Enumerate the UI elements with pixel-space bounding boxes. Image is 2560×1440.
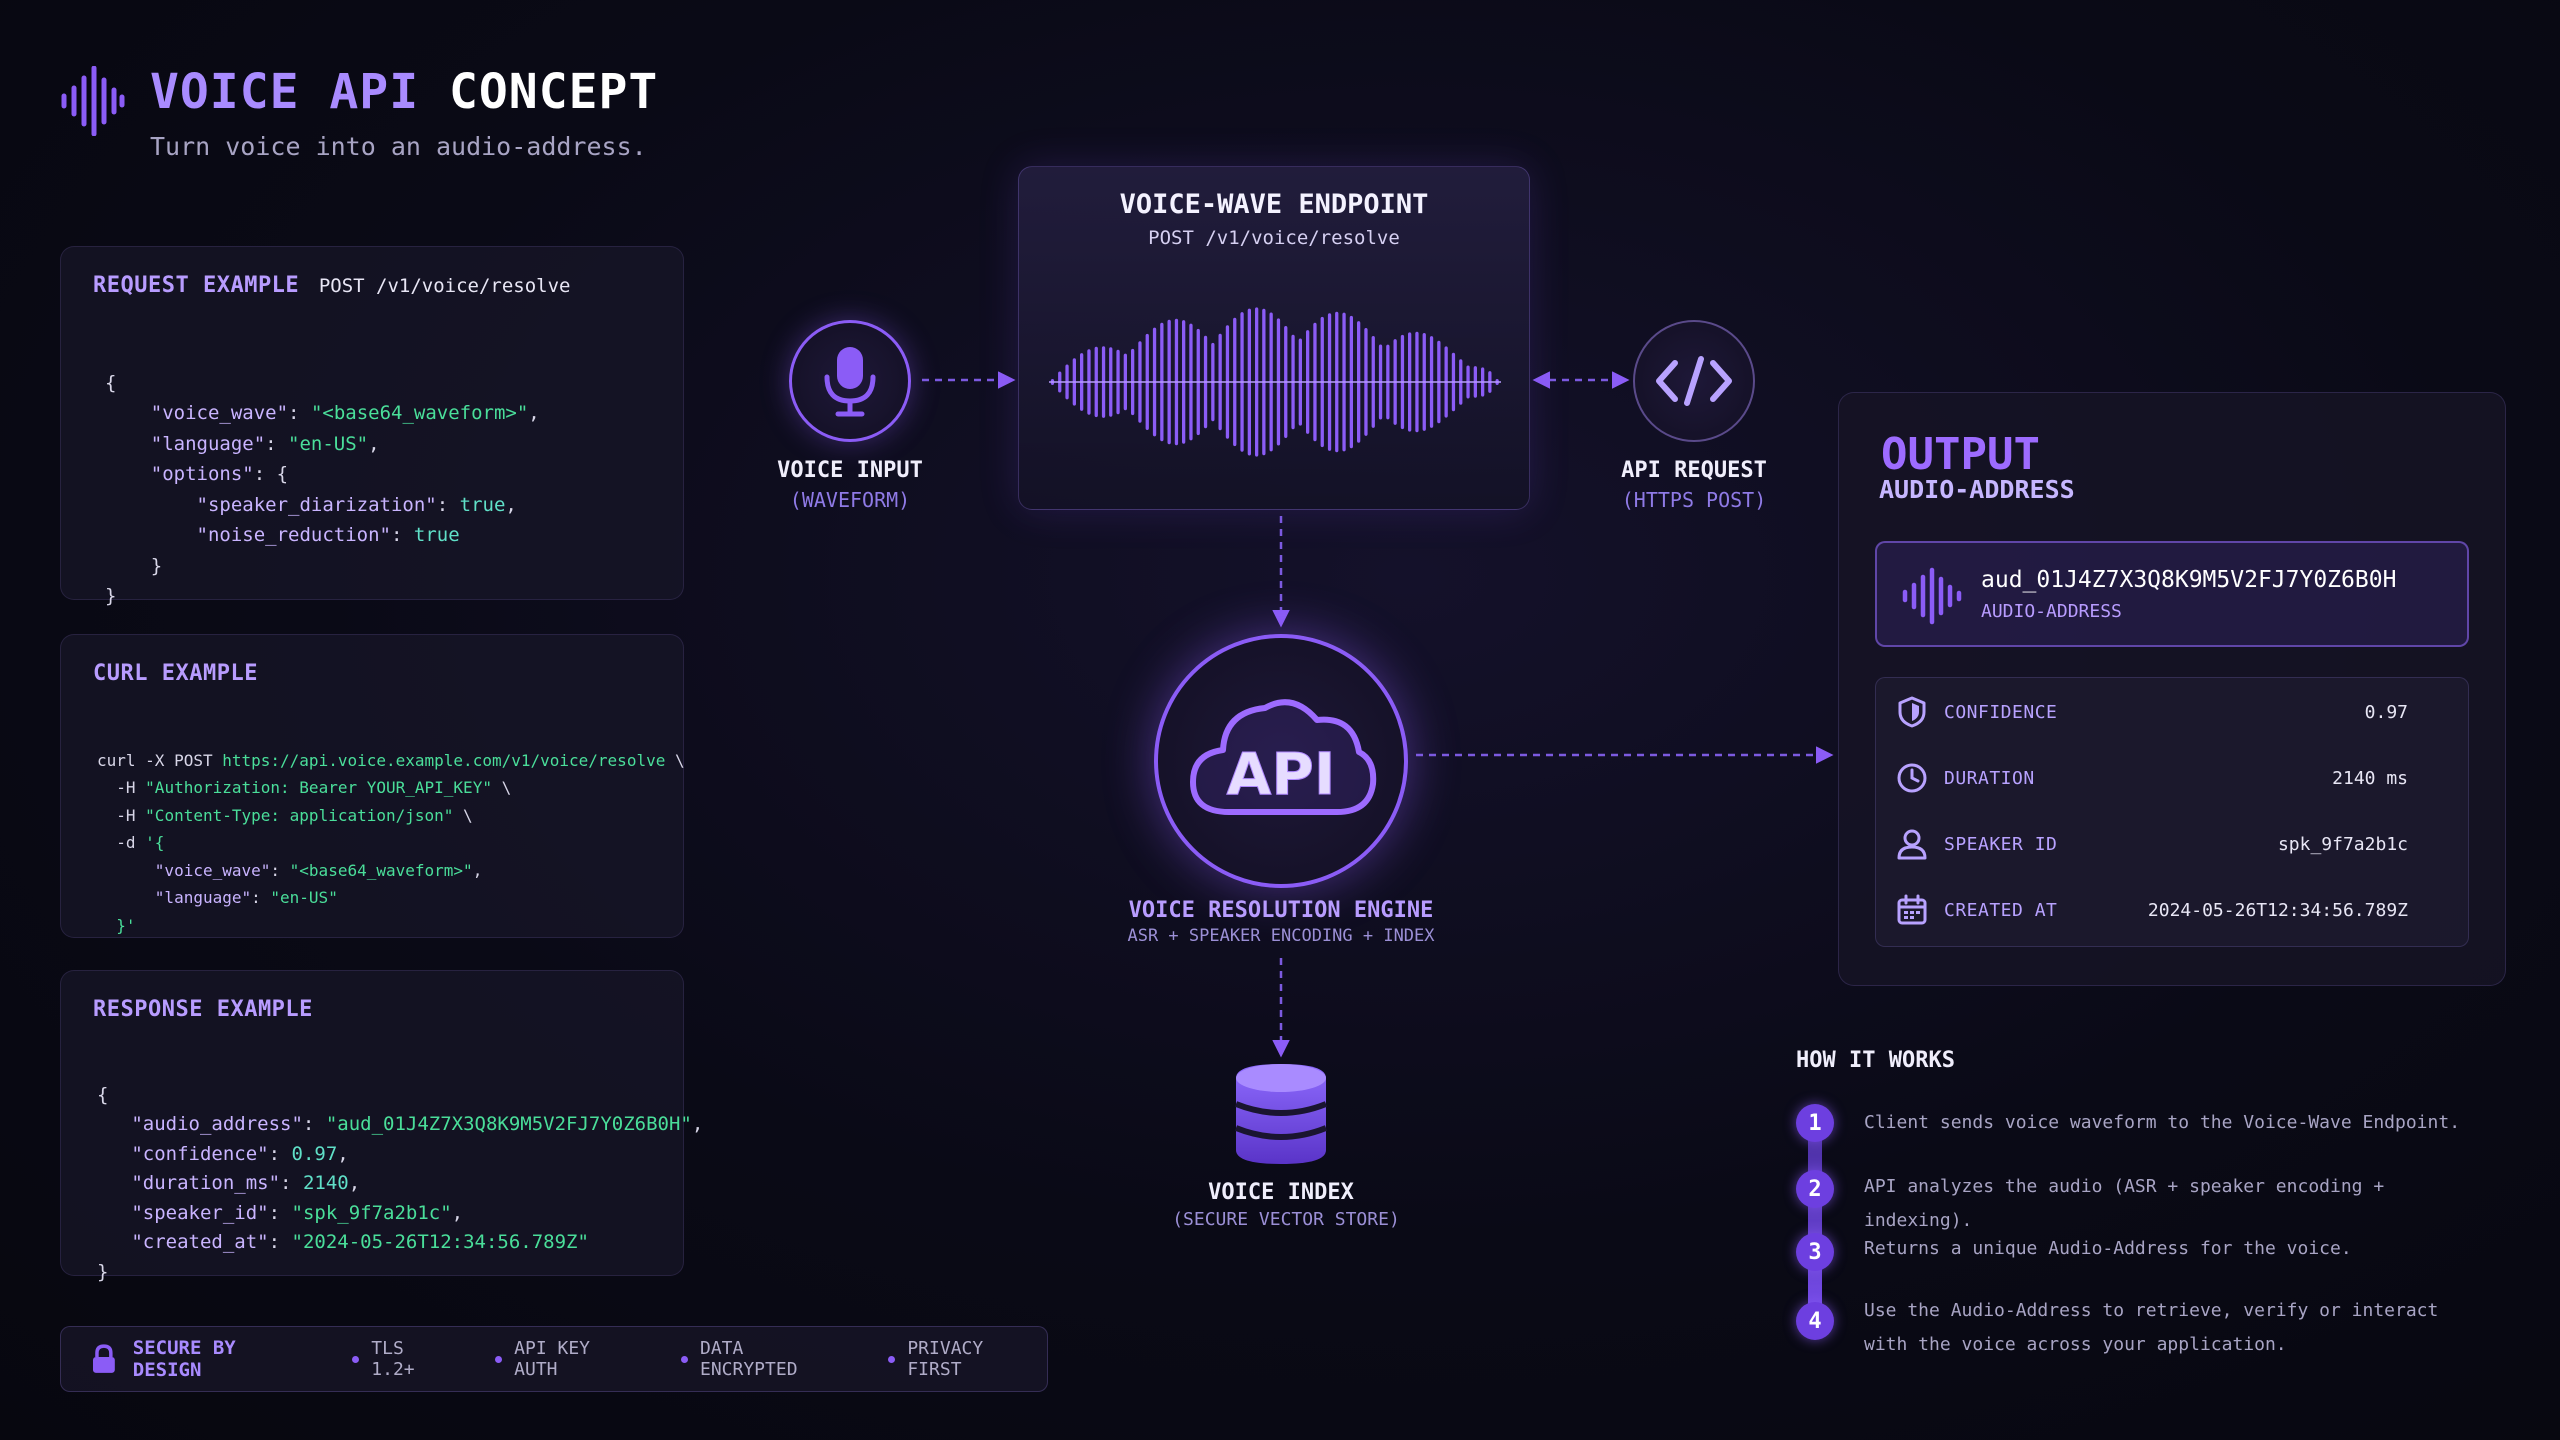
curl-code: curl -X POST https://api.voice.example.c… — [97, 750, 685, 935]
security-footer: SECURE BY DESIGN TLS 1.2+ API KEY AUTH D… — [60, 1326, 1048, 1392]
voice-index-sub: (SECURE VECTOR STORE) — [1172, 1209, 1400, 1230]
security-chip: DATA ENCRYPTED — [681, 1338, 850, 1380]
voice-resolution-engine-node[interactable]: API — [1154, 634, 1408, 888]
shield-icon — [1898, 696, 1926, 728]
meta-row-duration: DURATION 2140 ms — [1896, 758, 2408, 798]
meta-value: 0.97 — [2364, 701, 2408, 723]
step-text: Use the Audio-Address to retrieve, verif… — [1864, 1300, 2439, 1355]
voice-wave-endpoint[interactable]: VOICE-WAVE ENDPOINT POST /v1/voice/resol… — [1018, 166, 1530, 510]
title-rest: CONCEPT — [449, 64, 659, 120]
api-request-node[interactable] — [1633, 320, 1755, 442]
request-example-panel: REQUEST EXAMPLE POST /v1/voice/resolve {… — [60, 246, 684, 607]
response-code: { "audio_address": "aud_01J4Z7X3Q8K9M5V2… — [97, 1083, 704, 1283]
how-it-works-step: 1 Client sends voice waveform to the Voi… — [1796, 1104, 2464, 1142]
meta-row-created-at: CREATED AT 2024-05-26T12:34:56.789Z — [1896, 890, 2408, 930]
meta-label: DURATION — [1944, 767, 2035, 789]
voice-input-label: VOICE INPUT — [777, 458, 923, 483]
api-request-sub: (HTTPS POST) — [1621, 488, 1767, 512]
response-example-panel: RESPONSE EXAMPLE { "audio_address": "aud… — [60, 970, 703, 1283]
step-text: Returns a unique Audio-Address for the v… — [1864, 1238, 2352, 1259]
meta-value: 2024-05-26T12:34:56.789Z — [2147, 899, 2408, 921]
engine-icon-text: API — [1227, 740, 1336, 808]
clock-icon — [1897, 763, 1927, 793]
request-code: { "voice_wave": "<base64_waveform>", "la… — [105, 371, 540, 608]
lock-icon — [92, 1344, 115, 1373]
endpoint-title: VOICE-WAVE ENDPOINT — [1119, 189, 1429, 220]
meta-label: CONFIDENCE — [1944, 701, 2058, 723]
step-text: API analyzes the audio (ASR + speaker en… — [1864, 1176, 2385, 1231]
security-chip: PRIVACY FIRST — [888, 1338, 1047, 1380]
step-number: 2 — [1796, 1170, 1834, 1208]
audio-address-label: AUDIO-ADDRESS — [1981, 601, 2122, 622]
endpoint-sub: POST /v1/voice/resolve — [1148, 227, 1400, 249]
page-subtitle: Turn voice into an audio-address. — [150, 132, 647, 161]
title-accent: VOICE API — [150, 64, 420, 120]
voice-input-sub: (WAVEFORM) — [789, 488, 911, 512]
meta-row-speaker-id: SPEAKER ID spk_9f7a2b1c — [1896, 824, 2408, 864]
waveform-icon — [1902, 567, 1962, 625]
voice-index-label: VOICE INDEX — [1208, 1180, 1354, 1205]
output-panel: OUTPUT AUDIO-ADDRESS aud_01J4Z7X3Q8K9M5V… — [1838, 392, 2506, 986]
curl-example-title: CURL EXAMPLE — [93, 661, 258, 686]
audio-address-value: aud_01J4Z7X3Q8K9M5V2FJ7Y0Z6B0H — [1981, 567, 2397, 593]
how-it-works-step: 2 API analyzes the audio (ASR + speaker … — [1796, 1170, 2464, 1238]
meta-label: CREATED AT — [1944, 899, 2058, 921]
cloud-api-icon: API — [1190, 699, 1377, 815]
voice-input-node[interactable] — [789, 320, 911, 442]
curl-example-panel: CURL EXAMPLE curl -X POST https://api.vo… — [60, 634, 685, 938]
response-example-title: RESPONSE EXAMPLE — [93, 997, 313, 1022]
meta-label: SPEAKER ID — [1944, 833, 2058, 855]
security-chip: TLS 1.2+ — [352, 1338, 457, 1380]
step-number: 3 — [1796, 1233, 1834, 1271]
calendar-icon — [1897, 894, 1927, 925]
waveform-visual — [1049, 307, 1501, 457]
code-icon — [1656, 356, 1732, 406]
meta-row-confidence: CONFIDENCE 0.97 — [1896, 692, 2408, 732]
output-title: OUTPUT — [1881, 429, 2040, 480]
engine-label: VOICE RESOLUTION ENGINE — [1128, 898, 1434, 923]
output-subtitle: AUDIO-ADDRESS — [1879, 475, 2075, 504]
user-icon — [1897, 829, 1927, 860]
how-it-works-step: 3 Returns a unique Audio-Address for the… — [1796, 1233, 2464, 1271]
waveform-icon — [61, 66, 125, 136]
security-chip: API KEY AUTH — [495, 1338, 643, 1380]
request-endpoint: POST /v1/voice/resolve — [318, 275, 571, 297]
meta-value: spk_9f7a2b1c — [2277, 833, 2408, 855]
step-number: 1 — [1796, 1104, 1834, 1142]
database-icon — [1234, 1064, 1328, 1164]
how-it-works-step: 4 Use the Audio-Address to retrieve, ver… — [1796, 1300, 2464, 1362]
audio-address-box[interactable]: aud_01J4Z7X3Q8K9M5V2FJ7Y0Z6B0H AUDIO-ADD… — [1875, 541, 2469, 647]
security-title: SECURE BY DESIGN — [132, 1337, 236, 1381]
microphone-icon — [824, 347, 876, 417]
step-number: 4 — [1796, 1302, 1834, 1340]
metadata-box: CONFIDENCE 0.97 DURATION 2140 ms SPEAKER… — [1875, 677, 2469, 947]
api-request-label: API REQUEST — [1621, 458, 1767, 483]
request-example-title: REQUEST EXAMPLE — [93, 273, 300, 298]
engine-sub: ASR + SPEAKER ENCODING + INDEX — [1127, 926, 1435, 946]
step-text: Client sends voice waveform to the Voice… — [1864, 1112, 2461, 1133]
page-title: VOICE API CONCEPT — [150, 64, 658, 120]
how-it-works-title: HOW IT WORKS — [1796, 1048, 1955, 1073]
meta-value: 2140 ms — [2332, 767, 2408, 789]
